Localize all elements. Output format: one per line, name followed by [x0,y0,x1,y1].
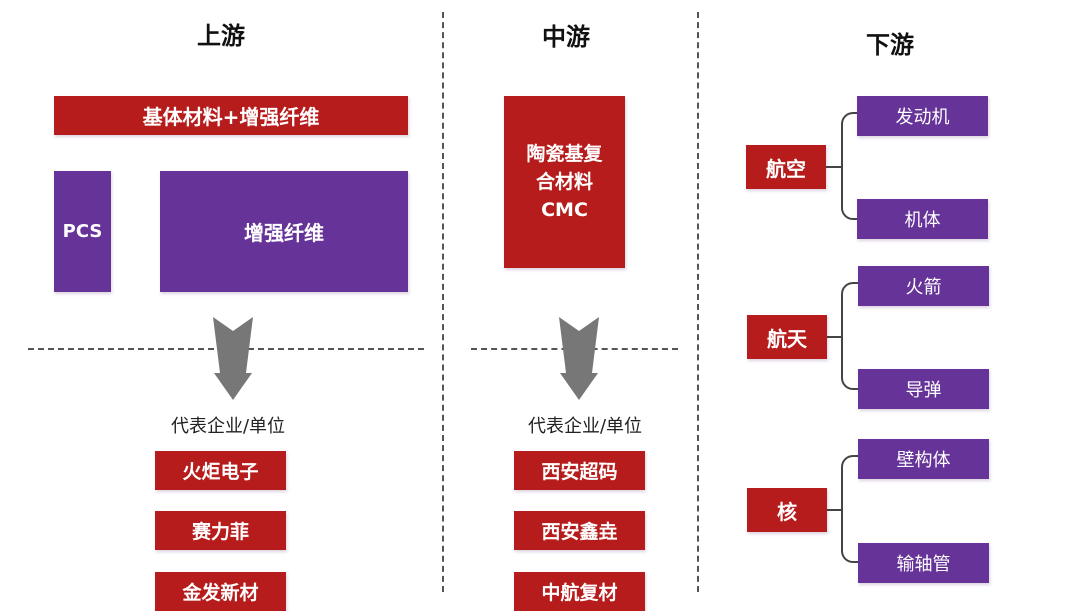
item-label: 导弹 [905,380,942,401]
company-name: 西安超码 [541,461,618,483]
cmc-line-1: 陶瓷基复 [526,143,603,165]
midstream-rep-label: 代表企业/单位 [527,416,643,437]
connector-line [827,336,842,338]
divider-midstream-downstream [697,12,699,592]
upstream-matrix-fiber-bar: 基体材料+增强纤维 [54,96,408,135]
midstream-company-2: 西安鑫垚 [514,511,645,550]
upstream-fiber-label: 增强纤维 [244,221,324,245]
downstream-item-wall-structure: 壁构体 [858,439,989,479]
company-name: 金发新材 [182,582,259,604]
item-label: 火箭 [905,277,942,298]
upstream-matrix-fiber-label: 基体材料+增强纤维 [142,105,320,129]
downstream-item-transfer-tube: 输轴管 [858,543,989,583]
downstream-category-aviation: 航空 [746,145,826,189]
category-label: 航天 [767,326,807,351]
upstream-pcs-box: PCS [54,171,111,292]
header-midstream: 中游 [542,23,590,51]
cmc-line-3: CMC [541,199,588,221]
midstream-cmc-box: 陶瓷基复 合材料 CMC [504,96,625,268]
upstream-fiber-box: 增强纤维 [160,171,408,292]
bracket-connector [841,282,858,390]
item-label: 发动机 [895,107,950,128]
category-label: 航空 [766,156,806,181]
header-upstream: 上游 [197,22,245,50]
downstream-category-nuclear: 核 [747,488,827,532]
midstream-company-3: 中航复材 [514,572,645,611]
company-name: 赛力菲 [191,521,249,543]
down-arrow-icon [559,317,599,400]
upstream-company-1: 火炬电子 [155,451,286,490]
downstream-item-engine: 发动机 [857,96,988,136]
upstream-company-2: 赛力菲 [155,511,286,550]
item-label: 输轴管 [896,554,951,575]
cmc-line-2: 合材料 [535,171,593,193]
connector-line [827,509,842,511]
downstream-item-airframe: 机体 [857,199,988,239]
bracket-connector [841,112,858,220]
midstream-company-1: 西安超码 [514,451,645,490]
upstream-rep-label: 代表企业/单位 [170,416,286,437]
company-name: 西安鑫垚 [541,521,618,543]
downstream-category-aerospace: 航天 [747,315,827,359]
connector-line [826,166,842,168]
downstream-item-missile: 导弹 [858,369,989,409]
bracket-connector [841,455,858,563]
upstream-pcs-label: PCS [62,221,103,242]
downstream-item-rocket: 火箭 [858,266,989,306]
item-label: 壁构体 [896,450,951,471]
company-name: 火炬电子 [182,461,259,483]
company-name: 中航复材 [541,582,618,604]
category-label: 核 [777,499,797,524]
divider-upstream-midstream [442,12,444,592]
item-label: 机体 [904,210,941,231]
down-arrow-icon [213,317,253,400]
upstream-company-3: 金发新材 [155,572,286,611]
header-downstream: 下游 [866,31,914,59]
